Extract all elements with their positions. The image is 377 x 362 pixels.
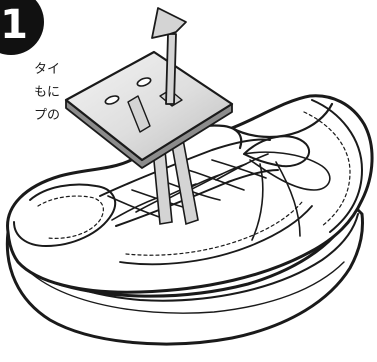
caption-line-1: タイ bbox=[0, 58, 60, 81]
caption-line-2: もに bbox=[0, 81, 60, 104]
arrow-head bbox=[152, 8, 186, 38]
step-number-badge: 1 bbox=[0, 0, 44, 55]
caption-line-3: プの bbox=[0, 104, 60, 127]
arrow-shaft bbox=[166, 34, 176, 104]
step-number: 1 bbox=[0, 2, 28, 48]
caption-text: タイ もに プの bbox=[0, 58, 60, 127]
